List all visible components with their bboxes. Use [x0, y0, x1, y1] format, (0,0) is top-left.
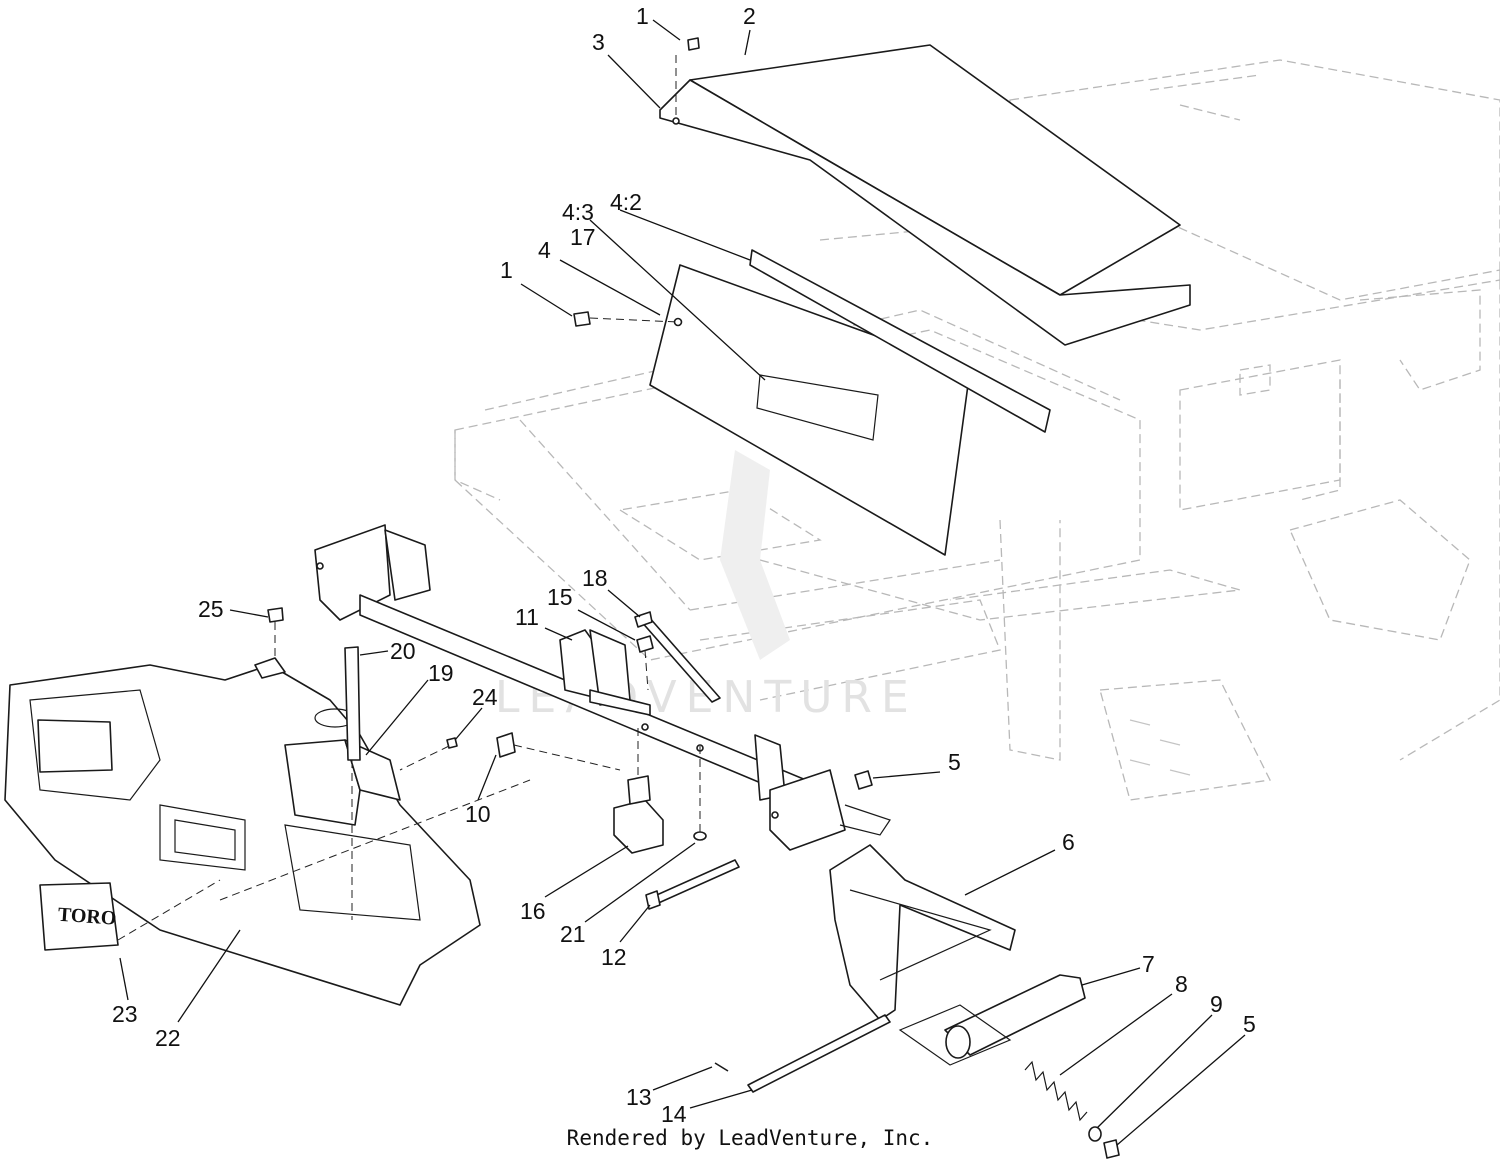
callout-19: 19 [428, 660, 454, 686]
callout-16: 16 [520, 898, 546, 924]
part-11-crossbar [314, 524, 891, 851]
part-23-decal: TORO [39, 879, 221, 951]
callout-13: 13 [626, 1084, 652, 1110]
leader-lines [119, 19, 1246, 1146]
callout-22: 22 [155, 1025, 181, 1051]
callout-8: 8 [1175, 971, 1188, 997]
part-22-bumper [4, 607, 531, 1006]
callout-14: 14 [661, 1101, 687, 1127]
callout-15: 15 [547, 584, 573, 610]
callout-1a: 1 [636, 3, 649, 29]
callout-6: 6 [1062, 829, 1075, 855]
callout-24: 24 [472, 684, 498, 710]
callout-labels: 1 2 3 4:3 4:2 17 1 4 18 15 11 25 20 19 2… [112, 3, 1256, 1127]
callout-5a: 5 [948, 749, 961, 775]
callout-7: 7 [1142, 951, 1155, 977]
callout-4-3: 4:3 [562, 199, 594, 225]
callout-25: 25 [198, 596, 224, 622]
callout-3: 3 [592, 29, 605, 55]
callout-21: 21 [560, 921, 586, 947]
callout-4-2: 4:2 [610, 189, 642, 215]
small-hardware [496, 611, 740, 910]
part-2-cover-panel [659, 37, 1191, 346]
callout-20: 20 [390, 638, 416, 664]
callout-12: 12 [601, 944, 627, 970]
part-17-front-panel [573, 249, 1051, 556]
callout-4: 4 [538, 237, 551, 263]
callout-17: 17 [570, 224, 596, 250]
decal-brand-text: TORO [57, 904, 117, 930]
callout-23: 23 [112, 1001, 138, 1027]
callout-10: 10 [465, 801, 491, 827]
callout-9: 9 [1210, 991, 1223, 1017]
callout-1b: 1 [500, 257, 513, 283]
part-6-roller-bracket [747, 844, 1086, 1093]
callout-2: 2 [743, 3, 756, 29]
callout-5b: 5 [1243, 1011, 1256, 1037]
callout-11: 11 [515, 604, 539, 630]
callout-18: 18 [582, 565, 608, 591]
render-credit: Rendered by LeadVenture, Inc. [566, 1126, 934, 1150]
part-8-spring [714, 770, 1120, 1159]
